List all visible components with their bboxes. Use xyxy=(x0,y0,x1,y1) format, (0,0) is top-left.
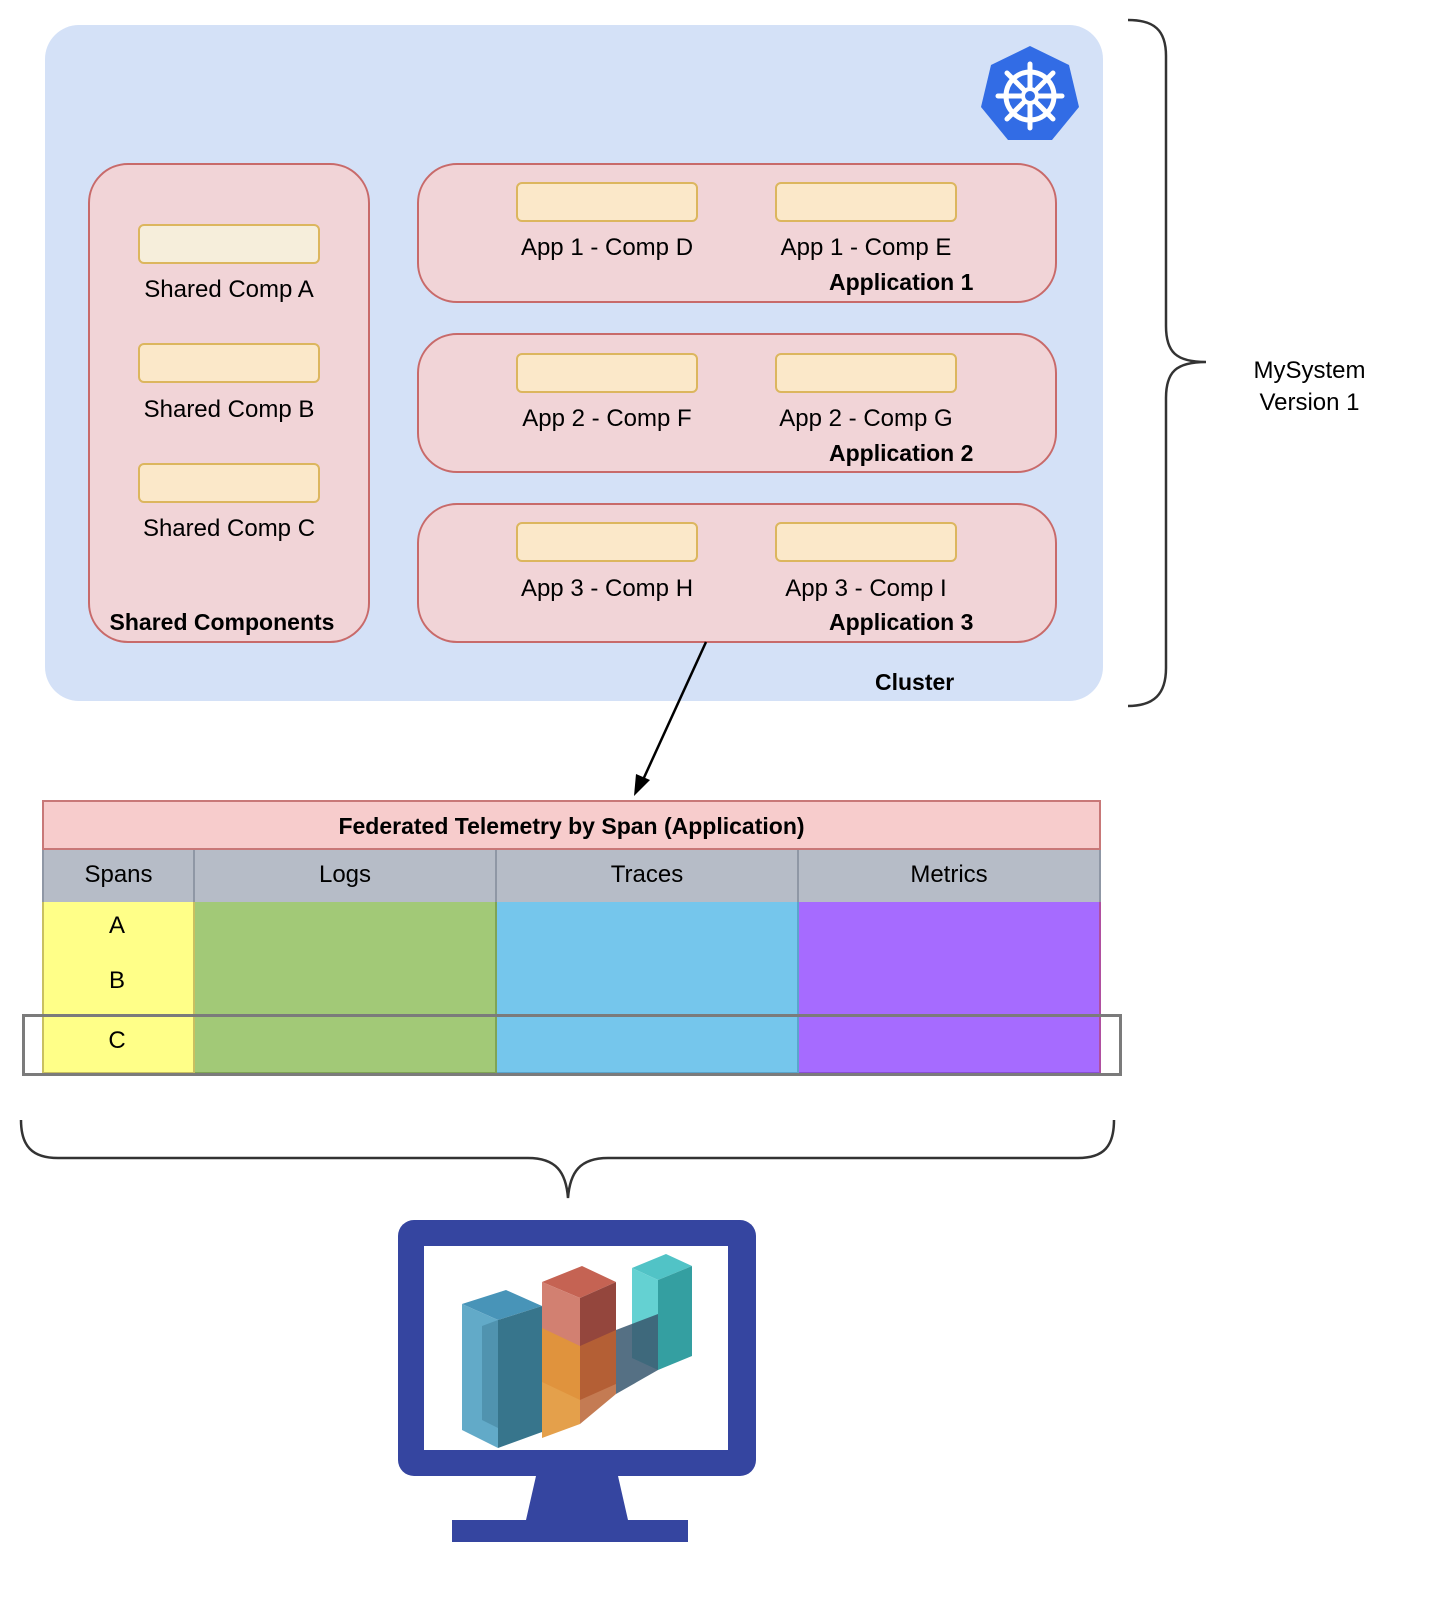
app1-comp-d-box xyxy=(516,182,698,222)
spans-column xyxy=(42,902,195,1074)
span-c-highlight xyxy=(22,1014,1122,1076)
shared-comp-b-label: Shared Comp B xyxy=(143,396,315,423)
traces-column xyxy=(497,902,799,1074)
application-3-title: Application 3 xyxy=(829,609,974,635)
system-label-line2: Version 1 xyxy=(1259,389,1360,416)
header-traces: Traces xyxy=(497,850,799,902)
app3-comp-i-box xyxy=(775,522,957,562)
app1-comp-e-box xyxy=(775,182,957,222)
system-label-line1: MySystem xyxy=(1253,357,1366,384)
shared-comp-c-box xyxy=(138,463,320,503)
cluster-label: Cluster xyxy=(875,669,955,695)
shared-comp-c-label: Shared Comp C xyxy=(142,515,316,542)
header-metrics: Metrics xyxy=(799,850,1101,902)
app3-comp-h-box xyxy=(516,522,698,562)
span-b: B xyxy=(108,967,125,994)
app3-comp-i-label: App 3 - Comp I xyxy=(785,575,947,602)
telemetry-table-title: Federated Telemetry by Span (Application… xyxy=(42,800,1101,850)
header-logs: Logs xyxy=(195,850,497,902)
app2-comp-f-label: App 2 - Comp F xyxy=(522,405,692,432)
dashboard-logo xyxy=(462,1254,692,1448)
app2-comp-g-label: App 2 - Comp G xyxy=(779,405,953,432)
span-a: A xyxy=(108,912,125,939)
system-label: MySystem Version 1 xyxy=(1222,355,1397,419)
application-1-title: Application 1 xyxy=(829,269,974,295)
span-c: C xyxy=(108,1027,126,1054)
shared-components-title: Shared Components xyxy=(109,609,335,635)
app1-comp-e-label: App 1 - Comp E xyxy=(780,234,952,261)
bottom-brace xyxy=(19,1119,1116,1199)
application-2-title: Application 2 xyxy=(829,440,974,466)
header-spans: Spans xyxy=(42,850,195,902)
arrow-app3-to-telemetry xyxy=(634,641,708,796)
shared-comp-b-box xyxy=(138,343,320,383)
app2-comp-f-box xyxy=(516,353,698,393)
kubernetes-helm-icon xyxy=(978,44,1082,142)
monitor-dashboard-icon xyxy=(398,1220,756,1542)
shared-comp-a-box xyxy=(138,224,320,264)
shared-comp-a-label: Shared Comp A xyxy=(144,276,314,303)
metrics-column xyxy=(799,902,1101,1074)
right-brace xyxy=(1127,18,1207,708)
app1-comp-d-label: App 1 - Comp D xyxy=(520,234,694,261)
app3-comp-h-label: App 3 - Comp H xyxy=(520,575,694,602)
app2-comp-g-box xyxy=(775,353,957,393)
